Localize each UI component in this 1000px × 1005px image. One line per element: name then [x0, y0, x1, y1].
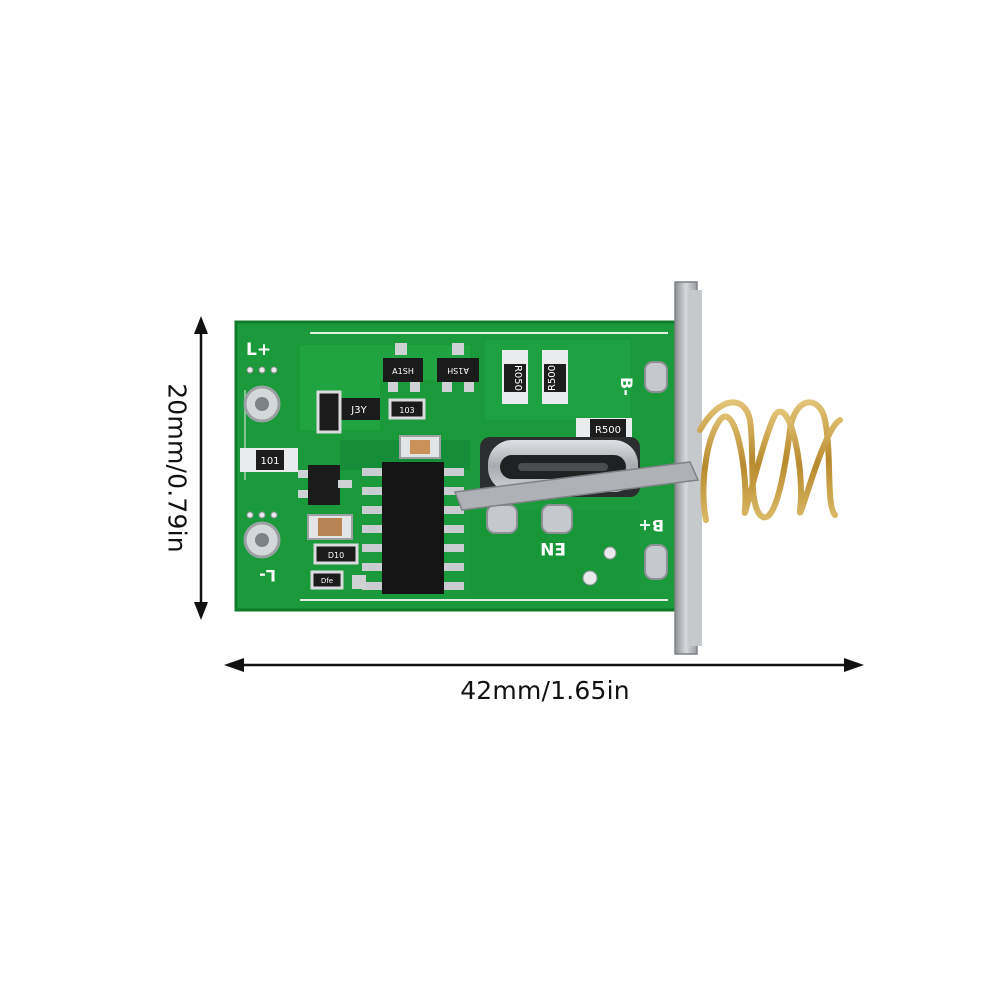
- svg-text:R050: R050: [512, 365, 523, 391]
- resistor-r500-top: R500: [542, 350, 568, 404]
- transistor-a1sh-2: A1SH: [437, 343, 479, 392]
- label-l-plus: L+: [246, 340, 271, 360]
- svg-text:R500: R500: [547, 365, 558, 391]
- resistor-r050: R050: [502, 350, 528, 404]
- svg-text:R500: R500: [595, 425, 621, 436]
- label-b-minus: B-: [617, 377, 636, 396]
- width-dimension-arrow: [224, 658, 864, 672]
- resistor-r500-mid: R500: [576, 418, 632, 440]
- diode-dfe: Dfe: [310, 570, 344, 590]
- capacitor-small: [399, 435, 441, 459]
- height-dimension-label: 20mm/0.79in: [162, 383, 192, 553]
- svg-text:Dfe: Dfe: [321, 577, 333, 585]
- mounting-hole-bottom: [243, 521, 281, 559]
- diode-d10: D10: [313, 543, 359, 565]
- main-ic: [362, 462, 464, 594]
- chip-103: 103: [388, 398, 426, 420]
- svg-text:J3Y: J3Y: [350, 405, 367, 416]
- battery-spring: [697, 399, 843, 523]
- metal-bracket: [453, 461, 700, 511]
- svg-text:A1SH: A1SH: [447, 366, 469, 375]
- transistor-sot: [298, 465, 352, 505]
- height-dimension-arrow: [194, 316, 208, 620]
- label-b-plus: B+: [638, 516, 664, 535]
- label-en: EN: [540, 538, 566, 558]
- width-dimension-label: 42mm/1.65in: [460, 676, 630, 705]
- smd-parts-misc: [316, 390, 366, 589]
- svg-text:103: 103: [399, 406, 414, 415]
- resistor-101: 101: [240, 448, 298, 472]
- svg-text:D10: D10: [328, 551, 344, 560]
- capacitor-ceramic: [307, 514, 353, 540]
- label-l-minus: L-: [259, 566, 276, 585]
- vias: [246, 366, 617, 586]
- transistor-a1sh-1: A1SH: [383, 343, 423, 392]
- svg-text:101: 101: [260, 456, 279, 467]
- svg-text:A1SH: A1SH: [392, 367, 414, 376]
- mounting-hole-top: [243, 385, 281, 423]
